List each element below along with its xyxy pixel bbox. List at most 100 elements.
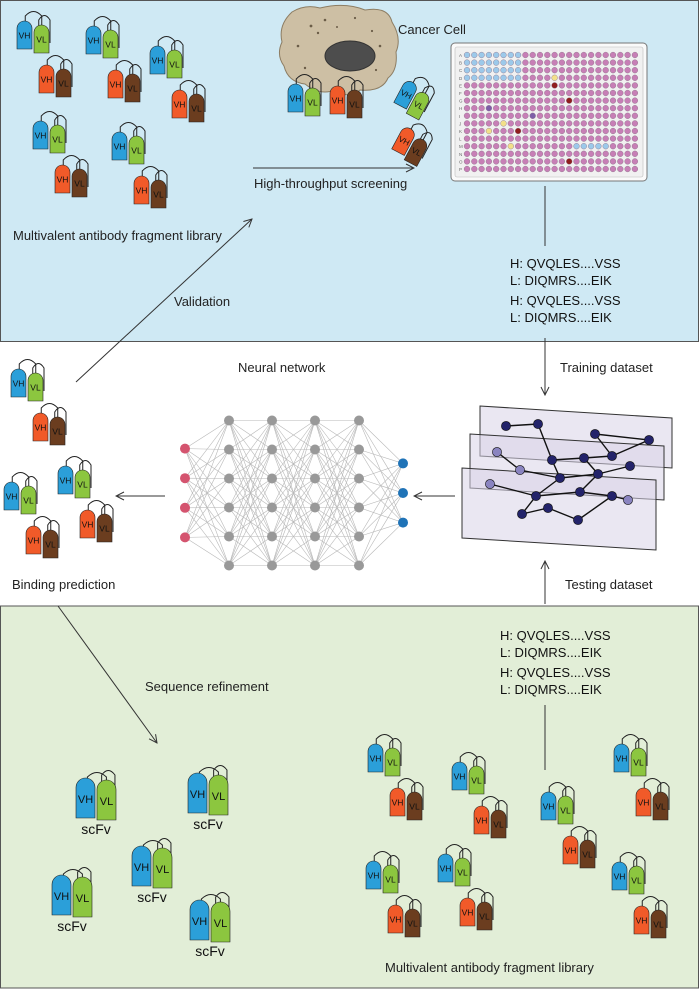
plate-well	[471, 113, 477, 119]
plate-well	[493, 121, 499, 127]
plate-well	[574, 136, 580, 142]
plate-well	[581, 143, 587, 149]
plate-well	[596, 128, 602, 134]
domain-label: VL	[36, 34, 47, 44]
domain-label: VL	[560, 805, 571, 815]
plate-well	[559, 67, 565, 73]
plate-well	[486, 143, 492, 149]
plate-well	[552, 75, 558, 81]
plate-well	[581, 90, 587, 96]
plate-well	[486, 98, 492, 104]
domain-label: VL	[76, 893, 89, 905]
plate-well	[479, 166, 485, 172]
plate-well	[508, 113, 514, 119]
plate-well	[523, 136, 529, 142]
plate-well	[625, 98, 631, 104]
nn-hidden-node	[267, 416, 277, 426]
domain-label: VH	[390, 914, 402, 924]
plate-well	[523, 90, 529, 96]
plate-well	[566, 83, 572, 89]
plate-well	[596, 166, 602, 172]
plate-well	[493, 83, 499, 89]
plate-well	[603, 136, 609, 142]
plate-well	[603, 128, 609, 134]
plate-well	[523, 159, 529, 165]
plate-well	[603, 121, 609, 127]
domain-label: VH	[110, 79, 122, 89]
domain-label: VH	[565, 845, 577, 855]
top-seq-heavy-1: H: QVQLES....VSS	[510, 256, 621, 271]
plate-well	[617, 105, 623, 111]
graph-node	[644, 435, 653, 444]
plate-well	[501, 98, 507, 104]
plate-well	[464, 83, 470, 89]
nn-hidden-node	[224, 416, 234, 426]
domain-label: VL	[385, 874, 396, 884]
plate-well	[515, 83, 521, 89]
plate-well	[464, 90, 470, 96]
plate-well	[471, 75, 477, 81]
plate-well	[552, 83, 558, 89]
nn-hidden-node	[310, 532, 320, 542]
plate-well	[530, 121, 536, 127]
nn-output-node	[398, 458, 408, 468]
plate-well	[603, 83, 609, 89]
plate-well	[581, 105, 587, 111]
training-dataset-label: Training dataset	[560, 360, 653, 375]
plate-well	[544, 98, 550, 104]
plate-well	[625, 75, 631, 81]
plate-well	[559, 128, 565, 134]
plate-well	[544, 60, 550, 66]
plate-well	[603, 98, 609, 104]
domain-label: VL	[633, 757, 644, 767]
domain-label: VH	[60, 475, 72, 485]
nn-hidden-node	[354, 474, 364, 484]
plate-row-letter: J	[459, 121, 461, 126]
plate-well	[537, 151, 543, 157]
plate-well	[581, 98, 587, 104]
nn-hidden-node	[310, 416, 320, 426]
domain-label: VH	[13, 378, 25, 388]
plate-well	[610, 159, 616, 165]
plate-well	[559, 143, 565, 149]
plate-well	[574, 90, 580, 96]
top-seq-light-2: L: DIQMRS....EIK	[510, 310, 612, 325]
plate-well	[566, 105, 572, 111]
plate-well	[537, 166, 543, 172]
domain-label: VL	[23, 495, 34, 505]
domain-label: VL	[52, 134, 63, 144]
graph-node	[579, 453, 588, 462]
plate-well	[515, 151, 521, 157]
plate-well	[530, 159, 536, 165]
plate-well	[610, 60, 616, 66]
plate-well	[501, 151, 507, 157]
plate-well	[588, 121, 594, 127]
plate-well	[537, 121, 543, 127]
graph-node	[492, 447, 501, 456]
domain-label: VL	[457, 867, 468, 877]
plate-well	[515, 166, 521, 172]
nn-input-node	[180, 444, 190, 454]
plate-well	[603, 151, 609, 157]
plate-well	[552, 128, 558, 134]
domain-label: VL	[479, 911, 490, 921]
nn-output-node	[398, 518, 408, 528]
plate-well	[537, 52, 543, 58]
plate-well	[625, 136, 631, 142]
plate-well	[464, 121, 470, 127]
plate-well	[617, 67, 623, 73]
plate-well	[632, 151, 638, 157]
plate-well	[559, 159, 565, 165]
plate-well	[537, 143, 543, 149]
plate-well	[552, 113, 558, 119]
plate-well	[552, 98, 558, 104]
plate-well	[515, 67, 521, 73]
plate-well	[566, 113, 572, 119]
plate-well	[632, 60, 638, 66]
plate-well	[617, 83, 623, 89]
nn-hidden-node	[310, 503, 320, 513]
plate-row-letter: I	[459, 114, 460, 119]
domain-label: VL	[349, 99, 360, 109]
plate-well	[530, 113, 536, 119]
binding-prediction-label: Binding prediction	[12, 577, 115, 592]
